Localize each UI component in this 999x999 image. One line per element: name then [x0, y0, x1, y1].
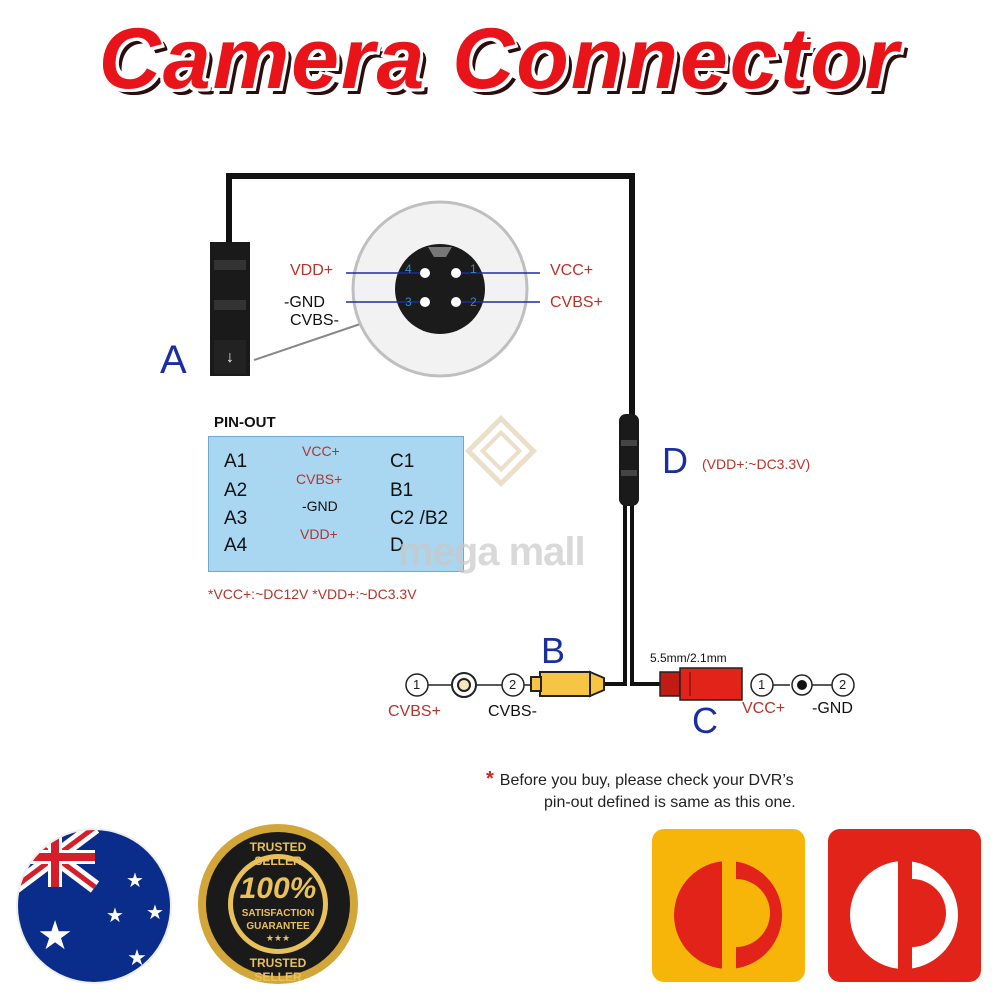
pinout-table	[208, 436, 464, 572]
pinout-title: PIN-OUT	[214, 414, 276, 431]
seal-line-2: GUARANTEE	[246, 921, 310, 932]
pin-1-num: 1	[470, 262, 477, 276]
note-line-1: Before you buy, please check your DVR’s	[499, 772, 794, 789]
connector-c-dc-plug	[659, 667, 743, 701]
pinout-row-4-signal: VDD+	[300, 526, 338, 542]
pinout-row-3-right: C2 /B2	[390, 508, 449, 529]
pinout-row-1-left: A1	[224, 451, 248, 472]
camera-cable	[226, 173, 635, 420]
connector-b-rca	[530, 670, 605, 698]
purchase-note: * Before you buy, please check your DVR’s…	[486, 768, 796, 814]
pinout-row-3-left: A3	[224, 508, 248, 529]
note-line-2: pin-out defined is same as this one.	[544, 794, 796, 811]
seal-top-text: TRUSTED SELLER	[249, 840, 307, 868]
connector-d-note: (VDD+:~DC3.3V)	[702, 456, 811, 472]
connector-b-label: B	[541, 630, 566, 671]
svg-text:★: ★	[126, 870, 144, 892]
pinout-row-2-right: B1	[390, 480, 414, 501]
pin-4-num: 4	[405, 262, 412, 276]
seal-bottom-text: TRUSTED SELLER	[249, 956, 307, 984]
pinout-row-2-signal: CVBS+	[296, 471, 343, 487]
pinout-row-1-right: C1	[390, 451, 415, 472]
seal-line-1: SATISFACTION	[241, 908, 315, 919]
australia-flag-icon: ★ ★ ★ ★ ★	[16, 828, 172, 984]
connector-c-pin1-name: VCC+	[742, 700, 786, 717]
connector-c-label: C	[692, 700, 718, 741]
page-title: Camera Connector	[98, 11, 901, 107]
connector-d-label: D	[662, 440, 688, 481]
auspost-red-icon	[828, 829, 981, 982]
watermark-knot-icon	[464, 414, 538, 488]
connector-b-pin2-name: CVBS-	[488, 703, 537, 720]
auspost-yellow-icon	[652, 829, 805, 982]
svg-text:↓: ↓	[226, 349, 234, 366]
connector-d-plug	[619, 414, 639, 506]
connector-b-pin1-name: CVBS+	[388, 703, 441, 720]
pin-3-name: -GND	[284, 294, 325, 311]
svg-text:★: ★	[146, 902, 164, 924]
seal-stars: ★★★	[265, 933, 291, 943]
connector-c-pin2-num: 2	[839, 677, 847, 692]
pinout-row-4-left: A4	[224, 535, 248, 556]
connector-a-face	[346, 200, 540, 378]
svg-text:★: ★	[127, 945, 147, 970]
pinout-row-2-left: A2	[224, 480, 248, 501]
pinout-voltage-note: *VCC+:~DC12V *VDD+:~DC3.3V	[208, 586, 417, 602]
pin-3-num: 3	[405, 295, 412, 309]
rca-branch-cable	[604, 500, 627, 686]
pointer-line	[253, 317, 379, 361]
seal-percent: 100%	[239, 872, 317, 905]
note-star: *	[486, 768, 494, 790]
watermark-text: mega mall	[398, 530, 586, 574]
pin-2-name: CVBS+	[550, 294, 603, 311]
pin-4-name: VDD+	[290, 262, 334, 279]
trusted-seller-seal: TRUSTED SELLER 100% SATISFACTION GUARANT…	[196, 822, 360, 986]
dc-branch-cable	[630, 500, 660, 686]
connector-c-pin2-name: -GND	[812, 700, 853, 717]
pinout-row-3-signal: -GND	[302, 498, 338, 514]
cvbs-minus-label: CVBS-	[290, 312, 339, 329]
svg-text:★: ★	[106, 905, 124, 927]
connector-b-pin1-num: 1	[413, 677, 421, 692]
pinout-row-4-right: D	[390, 535, 404, 556]
connector-a-label: A	[160, 338, 187, 382]
connector-c-pin1-num: 1	[758, 677, 766, 692]
connector-c-size: 5.5mm/2.1mm	[650, 651, 727, 665]
connector-b-pin2-num: 2	[509, 677, 517, 692]
pin-2-num: 2	[470, 295, 477, 309]
svg-text:★: ★	[37, 914, 73, 958]
pinout-row-1-signal: VCC+	[302, 443, 340, 459]
pin-1-name: VCC+	[550, 262, 594, 279]
connector-a-plug: ↓	[210, 242, 250, 376]
